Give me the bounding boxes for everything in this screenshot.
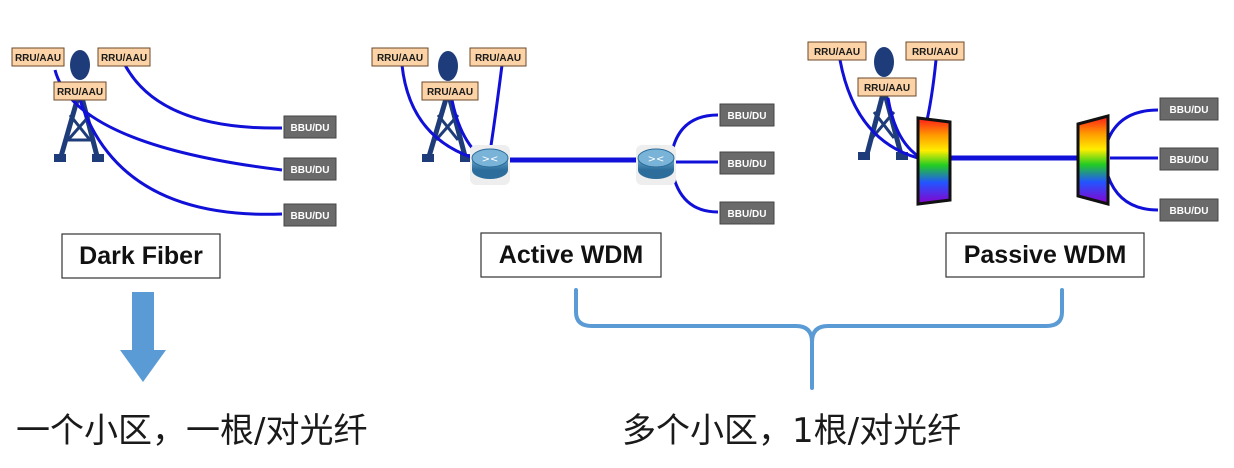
svg-text:RRU/AAU: RRU/AAU xyxy=(15,53,61,64)
active-wdm-section: RRU/AAU RRU/AAU RRU/AAU >< >< BBU/DU xyxy=(371,47,775,278)
svg-text:BBU/DU: BBU/DU xyxy=(728,111,767,122)
bbu-box: BBU/DU xyxy=(1159,147,1219,171)
bbu-box: BBU/DU xyxy=(1159,198,1219,222)
rru-box: RRU/AAU xyxy=(421,81,479,101)
svg-text:RRU/AAU: RRU/AAU xyxy=(427,87,473,98)
svg-text:RRU/AAU: RRU/AAU xyxy=(864,83,910,94)
bbu-box: BBU/DU xyxy=(719,103,775,127)
dark-fiber-section: RRU/AAU RRU/AAU RRU/AAU BBU/DU BBU/DU BB… xyxy=(11,47,337,382)
rru-box: RRU/AAU xyxy=(53,81,107,101)
svg-text:BBU/DU: BBU/DU xyxy=(291,123,330,134)
rru-box: RRU/AAU xyxy=(11,47,65,67)
svg-text:><: >< xyxy=(648,154,665,165)
bbu-box: BBU/DU xyxy=(283,157,337,181)
dark-fiber-title: Dark Fiber xyxy=(61,233,221,279)
bbu-box: BBU/DU xyxy=(283,203,337,227)
rru-box: RRU/AAU xyxy=(469,47,527,67)
rru-box: RRU/AAU xyxy=(857,77,917,97)
svg-text:RRU/AAU: RRU/AAU xyxy=(475,53,521,64)
svg-text:RRU/AAU: RRU/AAU xyxy=(57,87,103,98)
svg-text:BBU/DU: BBU/DU xyxy=(291,211,330,222)
svg-text:Passive WDM: Passive WDM xyxy=(964,241,1127,269)
rru-box: RRU/AAU xyxy=(807,41,867,61)
passive-wdm-title: Passive WDM xyxy=(945,232,1145,278)
svg-text:BBU/DU: BBU/DU xyxy=(728,159,767,170)
router-icon: >< xyxy=(636,145,676,185)
cell-tower-icon xyxy=(858,47,908,160)
wdm-mux-prism-icon xyxy=(916,116,952,206)
bbu-box: BBU/DU xyxy=(719,151,775,175)
rru-box: RRU/AAU xyxy=(905,41,965,61)
down-arrow-icon xyxy=(120,292,166,382)
wdm-demux-prism-icon xyxy=(1076,114,1110,206)
svg-text:RRU/AAU: RRU/AAU xyxy=(814,47,860,58)
svg-text:><: >< xyxy=(482,154,499,165)
active-wdm-title: Active WDM xyxy=(480,232,662,278)
svg-text:BBU/DU: BBU/DU xyxy=(1170,206,1209,217)
svg-text:Active WDM: Active WDM xyxy=(499,241,643,269)
passive-wdm-section: RRU/AAU RRU/AAU RRU/AAU BBU/DU BBU/DU BB… xyxy=(807,41,1219,278)
svg-text:BBU/DU: BBU/DU xyxy=(728,209,767,220)
rru-box: RRU/AAU xyxy=(97,47,151,67)
bbu-box: BBU/DU xyxy=(719,201,775,225)
caption-multi-cell: 多个小区，1根/对光纤 xyxy=(622,411,961,451)
svg-text:Dark Fiber: Dark Fiber xyxy=(79,242,203,270)
grouping-brace xyxy=(574,288,1064,390)
svg-text:RRU/AAU: RRU/AAU xyxy=(912,47,958,58)
svg-text:RRU/AAU: RRU/AAU xyxy=(377,53,423,64)
router-icon: >< xyxy=(470,145,510,185)
svg-text:BBU/DU: BBU/DU xyxy=(291,165,330,176)
svg-text:BBU/DU: BBU/DU xyxy=(1170,105,1209,116)
bbu-box: BBU/DU xyxy=(283,115,337,139)
caption-single-cell: 一个小区，一根/对光纤 xyxy=(16,411,367,451)
rru-box: RRU/AAU xyxy=(371,47,429,67)
bbu-box: BBU/DU xyxy=(1159,97,1219,121)
svg-text:BBU/DU: BBU/DU xyxy=(1170,155,1209,166)
svg-text:RRU/AAU: RRU/AAU xyxy=(101,53,147,64)
